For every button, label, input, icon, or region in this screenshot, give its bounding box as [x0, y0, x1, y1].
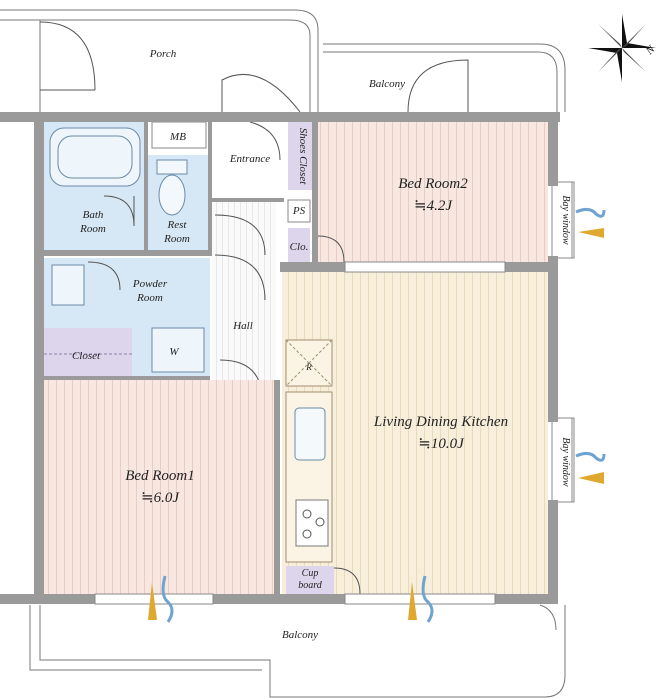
bay-window-bottom: [551, 417, 575, 503]
ventilation-arrows: [148, 207, 606, 623]
bath-tub-icon: [49, 127, 141, 187]
bed-room-2-name: Bed Room2: [398, 176, 468, 192]
bed-room-2-floor: [318, 122, 548, 262]
rest-room-label-1: Rest: [167, 219, 188, 231]
washer-icon: [151, 327, 205, 373]
stove-icon: [295, 499, 329, 547]
shoes-closet-label: Shoes Closet: [297, 128, 309, 185]
compass-icon: [588, 14, 656, 82]
bed-room-1-floor: [44, 380, 274, 594]
hall-floor: [212, 202, 276, 402]
bay-window-bottom-label: Bay window: [560, 437, 571, 486]
bed-room-1-name: Bed Room1: [125, 468, 195, 484]
washer-label: W: [169, 346, 179, 358]
porch-label: Porch: [149, 48, 177, 60]
balcony-top-area: [323, 43, 566, 113]
powder-room-label-2: Room: [136, 292, 163, 304]
ps-label: PS: [292, 205, 306, 217]
closet-label: Closet: [72, 350, 101, 362]
washbasin-icon: [51, 264, 85, 306]
compass-north-label: N: [643, 43, 658, 58]
bed-room-2-size: ≒4.2J: [414, 198, 453, 214]
closet-floor: [44, 328, 132, 380]
ldk-size: ≒10.0J: [418, 436, 465, 452]
rest-room-label-2: Room: [163, 233, 190, 245]
entrance-label: Entrance: [229, 153, 270, 165]
clo-label: Clo.: [290, 241, 309, 253]
shoes-closet-floor: [288, 122, 312, 190]
porch-area: [0, 9, 319, 113]
cupboard-floor: [286, 566, 334, 594]
bay-window-top-label: Bay window: [560, 195, 571, 244]
ldk-name: Living Dining Kitchen: [373, 414, 508, 430]
cupboard-label-1: Cup: [302, 568, 319, 579]
bed-room-1-size: ≒6.0J: [141, 490, 180, 506]
bay-window-top: [551, 181, 575, 259]
balcony-bottom-label: Balcony: [282, 629, 318, 641]
clo-floor: [288, 228, 310, 264]
powder-room-label-1: Powder: [132, 278, 168, 290]
toilet-icon: [156, 159, 188, 216]
hall-label: Hall: [232, 320, 253, 332]
cupboard-label-2: board: [298, 580, 323, 591]
bath-room-label-2: Room: [79, 223, 106, 235]
walls: [0, 112, 560, 604]
bath-room-label-1: Bath: [83, 209, 104, 221]
ps-box: [287, 199, 311, 223]
mb-label: MB: [169, 131, 186, 143]
balcony-top-label: Balcony: [369, 78, 405, 90]
balcony-bottom-area: [29, 604, 566, 698]
sink-icon: [294, 407, 326, 461]
fridge-label: R: [305, 362, 312, 372]
